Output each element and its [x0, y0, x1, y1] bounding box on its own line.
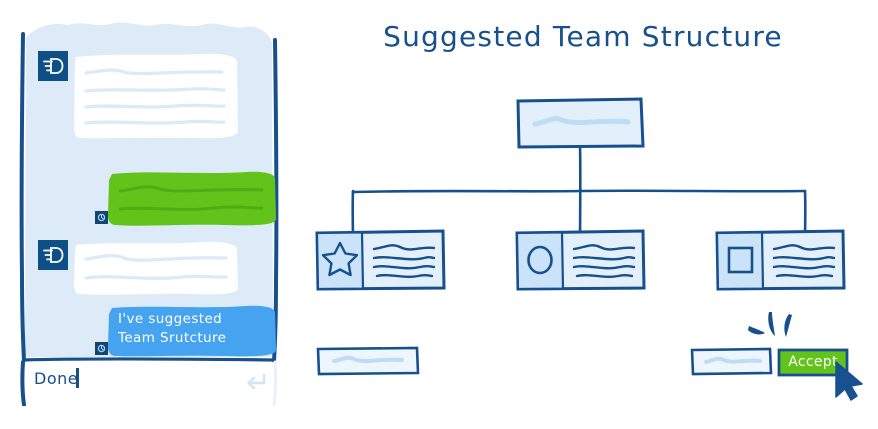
chat-message-user-1[interactable]	[95, 169, 278, 229]
chat-message-user-2[interactable]: I've suggested Team Srutcture	[95, 304, 278, 359]
message-action-icon[interactable]	[95, 211, 108, 224]
page-title: Suggested Team Structure	[383, 20, 783, 53]
chat-input-bar[interactable]: Done	[18, 357, 280, 406]
chat-input-value[interactable]: Done	[34, 369, 79, 388]
diagram-canvas: Suggested Team Structure	[288, 0, 878, 429]
assistant-bubble-1[interactable]	[72, 51, 240, 143]
assistant-logo-icon	[38, 240, 68, 270]
chat-message-assistant-1[interactable]	[38, 51, 240, 143]
assistant-logo-icon	[38, 51, 68, 81]
assistant-bubble-2[interactable]	[72, 240, 240, 298]
user-bubble-1[interactable]	[95, 169, 278, 229]
chat-message-assistant-2[interactable]	[38, 240, 240, 298]
message-action-icon[interactable]	[95, 342, 108, 355]
click-burst-icon	[748, 312, 792, 337]
text-caret	[76, 368, 79, 388]
user-bubble-2[interactable]: I've suggested Team Srutcture	[95, 304, 278, 359]
enter-return-icon[interactable]	[244, 373, 266, 395]
chat-panel: I've suggested Team Srutcture Done	[18, 16, 280, 406]
chat-message-list[interactable]: I've suggested Team Srutcture	[18, 16, 280, 359]
user-bubble-2-text: I've suggested Team Srutcture	[118, 311, 227, 346]
accept-button[interactable]: Accept	[788, 354, 838, 370]
